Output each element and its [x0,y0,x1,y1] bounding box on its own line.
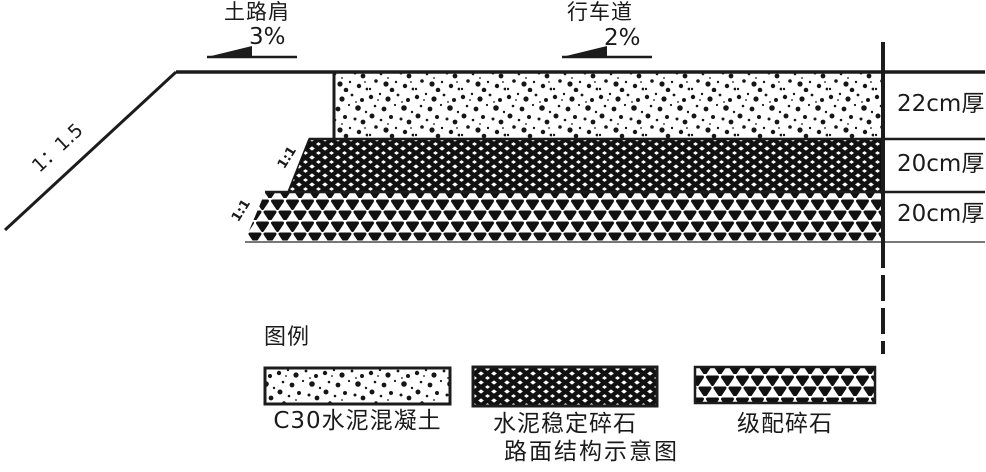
shoulder-label: 土路肩 [224,0,290,24]
slope-symbol-3pct [207,46,297,59]
slope-symbol-2pct [562,46,652,59]
layer-cement-stabilized [286,138,884,193]
legend-swatch-concrete [263,366,452,406]
shoulder-slope-value: 3% [249,24,286,50]
layer2-thickness-label: 20cm厚 [897,151,985,177]
layer3-thickness-label: 20cm厚 [897,201,985,227]
legend-label-cement-stabilized: 水泥稳定碎石 [493,411,637,437]
layer-graded-stone [245,192,883,241]
lane-label: 行车道 [567,0,633,24]
legend-label-concrete: C30水泥混凝土 [273,408,442,434]
lane-slope-value: 2% [604,25,641,51]
legend-heading: 图例 [264,325,311,350]
layer-concrete [334,72,883,139]
diagram-title: 路面结构示意图 [504,439,679,465]
legend-label-graded-stone: 级配碎石 [737,411,833,437]
legend-swatch-graded-stone [693,365,877,405]
embankment-slope-line [3,70,178,232]
layer1-thickness-label: 22cm厚 [897,91,985,117]
legend-swatch-cement-stabilized [471,365,659,408]
